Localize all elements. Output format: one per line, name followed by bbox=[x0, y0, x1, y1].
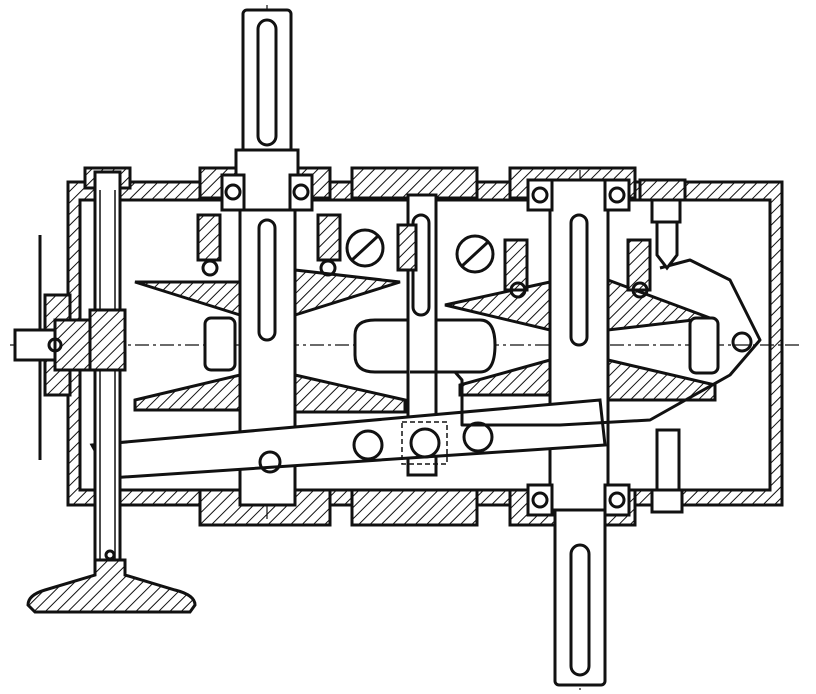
indicator-scale bbox=[13, 235, 92, 460]
output-shaft bbox=[526, 178, 631, 687]
input-pulley bbox=[133, 213, 407, 414]
handwheel-screw bbox=[26, 170, 197, 614]
handwheel-icon[interactable] bbox=[26, 558, 197, 614]
adjusting-screw-right bbox=[650, 198, 684, 514]
output-pulley bbox=[444, 238, 720, 402]
